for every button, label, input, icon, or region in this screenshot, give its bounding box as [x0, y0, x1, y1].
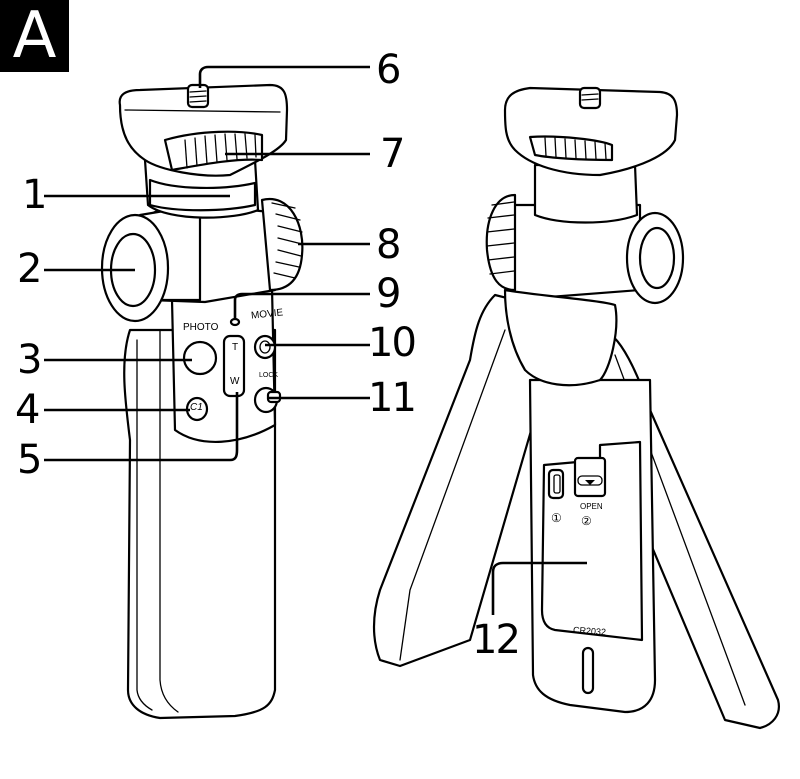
open-label: OPEN [580, 502, 603, 511]
leader-lines [44, 65, 587, 615]
callout-8: 8 [376, 222, 401, 268]
zoom-tele-label: T [232, 342, 239, 353]
callout-4: 4 [15, 387, 40, 433]
rear-view-tripod [372, 86, 780, 730]
zoom-lever-5 [222, 334, 246, 398]
battery-cover-12 [540, 440, 644, 642]
leader-6 [198, 65, 370, 88]
callout-9: 9 [376, 271, 401, 317]
callout-1: 1 [22, 172, 47, 218]
lock-label: LOCK [259, 372, 279, 379]
step-1-label: ① [551, 511, 562, 525]
c1-label: C1 [190, 402, 203, 413]
leader-5 [44, 392, 239, 462]
open-latch [573, 456, 607, 498]
zoom-wide-label: W [230, 376, 240, 387]
step-2-label: ② [581, 514, 592, 528]
callout-11: 11 [368, 375, 417, 421]
front-view-grip [100, 83, 304, 720]
lanyard-slot [581, 646, 595, 695]
leader-12 [491, 561, 587, 615]
cover-release-slot [547, 468, 565, 500]
callout-6: 6 [376, 47, 401, 93]
callout-10: 10 [368, 320, 417, 366]
rear-screw [578, 86, 602, 110]
movie-button-10 [253, 334, 277, 360]
leader-9 [233, 292, 370, 318]
photo-label: PHOTO [183, 322, 219, 333]
callout-2: 2 [17, 246, 42, 292]
callout-3: 3 [17, 337, 42, 383]
callout-12: 12 [472, 617, 521, 663]
callout-5: 5 [17, 437, 42, 483]
led-9 [229, 317, 241, 327]
photo-button-3 [182, 340, 218, 376]
panel-label-badge: A [0, 0, 69, 72]
callout-7: 7 [380, 131, 405, 177]
wheel-7 [163, 130, 264, 172]
knob-8 [260, 197, 304, 292]
